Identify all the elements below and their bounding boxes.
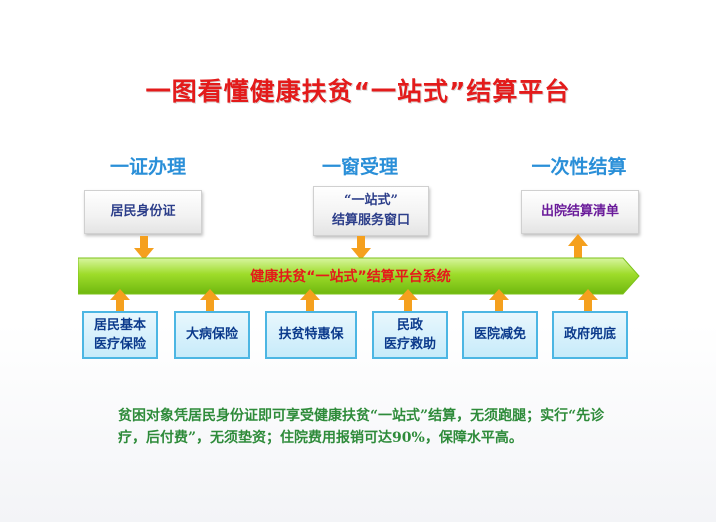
service-window-box: “一站式” 结算服务窗口 [313, 186, 429, 236]
arrow-down-icon [134, 236, 154, 260]
description-paragraph: 贫困对象凭居民身份证即可享受健康扶贫“一站式”结算，无须跑腿；实行“先诊疗，后付… [118, 408, 605, 446]
arrow-up-icon [568, 234, 588, 258]
poverty-preferential-insurance-box: 扶贫特惠保 [265, 311, 357, 359]
government-backstop-box: 政府兜底 [552, 311, 628, 359]
platform-banner-arrow [78, 257, 640, 295]
arrow-up-icon [300, 289, 320, 311]
serious-illness-insurance-box: 大病保险 [174, 311, 250, 359]
basic-medical-insurance-box: 居民基本 医疗保险 [82, 311, 158, 359]
stage-label-window-acceptance: 一窗受理 [321, 156, 398, 178]
civil-affairs-line2: 医疗救助 [383, 337, 436, 352]
arrow-up-icon [398, 289, 418, 311]
basic-medical-insurance-line2: 医疗保险 [93, 337, 146, 352]
arrow-down-icon [351, 236, 371, 260]
serious-illness-insurance-label: 大病保险 [185, 327, 238, 343]
hospital-reduction-label: 医院减免 [473, 327, 526, 343]
civil-affairs-line1: 民政 [396, 317, 423, 333]
civil-affairs-medical-aid-box: 民政 医疗救助 [372, 311, 448, 359]
arrow-up-icon [110, 289, 130, 311]
service-window-line2: 结算服务窗口 [331, 213, 410, 228]
platform-banner-label: 健康扶贫“一站式”结算平台系统 [250, 269, 451, 285]
stage-label-id-processing: 一证办理 [109, 156, 186, 178]
government-backstop-label: 政府兜底 [563, 327, 616, 343]
discharge-statement-box: 出院结算清单 [521, 190, 639, 234]
hospital-reduction-box: 医院减免 [462, 311, 538, 359]
stage-label-one-time-settlement: 一次性结算 [531, 156, 627, 178]
id-card-box: 居民身份证 [84, 190, 202, 234]
basic-medical-insurance-line1: 居民基本 [93, 317, 146, 333]
discharge-statement-label: 出院结算清单 [540, 203, 619, 219]
arrow-up-icon [200, 289, 220, 311]
arrow-up-icon [578, 289, 598, 311]
id-card-label: 居民身份证 [110, 203, 176, 219]
poverty-preferential-insurance-label: 扶贫特惠保 [278, 327, 344, 343]
service-window-line1: “一站式” [344, 192, 398, 208]
page-title: 一图看懂健康扶贫“一站式”结算平台 [145, 77, 571, 106]
arrow-up-icon [489, 289, 509, 311]
